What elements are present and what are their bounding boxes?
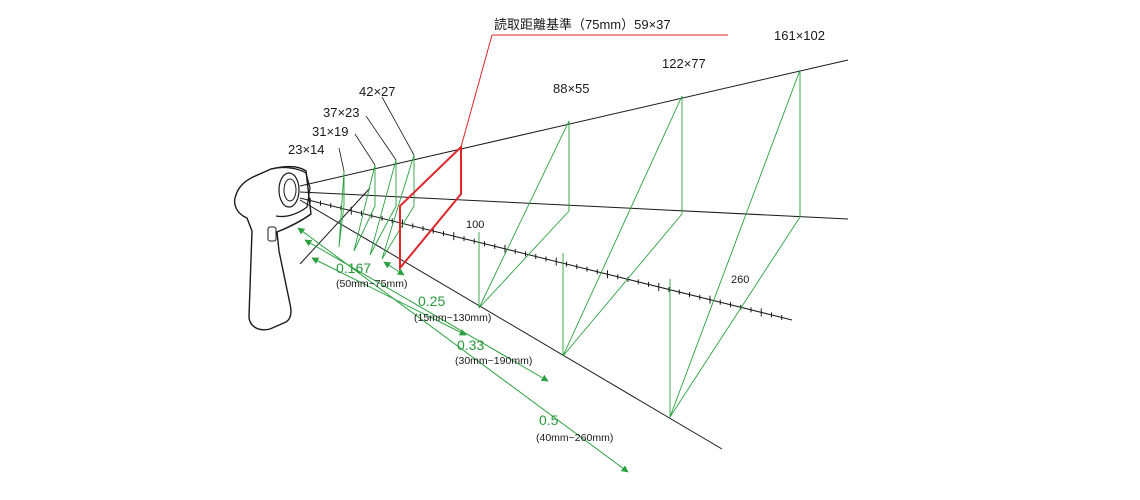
field-of-view-frames: [338, 69, 801, 418]
field-size-labels: 23×14 31×19 37×23 42×27 88×55 122×77 161…: [288, 17, 825, 157]
dof-range-0167: (50mm~75mm): [336, 278, 407, 290]
size-label-42x27: 42×27: [359, 84, 396, 99]
dof-range-025: (15mm~130mm): [414, 312, 491, 324]
dof-resolution-05: 0.5: [539, 412, 559, 428]
axis-top: [299, 59, 849, 187]
perspective-axes: [299, 59, 849, 450]
reference-frame-outline: [399, 144, 462, 271]
tick-label-100: 100: [466, 219, 484, 231]
field-frame-1: [338, 170, 345, 248]
depth-of-field-labels: 0.167 (50mm~75mm) 0.25 (15mm~130mm) 0.33…: [336, 260, 613, 444]
depth-of-field-arrows: [297, 227, 629, 473]
axis-tick-labels: 100 260: [466, 219, 749, 286]
size-label-23x14: 23×14: [288, 142, 325, 157]
reference-label: 読取距離基準（75mm）59×37: [494, 17, 671, 32]
dof-arrow-05: [297, 227, 629, 473]
dof-resolution-033: 0.33: [457, 337, 484, 353]
size-label-37x23: 37×23: [323, 105, 360, 120]
dof-range-05: (40mm~260mm): [536, 432, 613, 444]
tick-label-260: 260: [731, 274, 749, 286]
size-label-161x102: 161×102: [774, 28, 825, 43]
axis-center: [299, 191, 849, 220]
field-frame-4: [381, 154, 415, 260]
field-frame-5: [478, 120, 570, 309]
field-frame-7: [669, 69, 801, 418]
field-frame-6: [562, 95, 683, 357]
size-label-leaders: [338, 96, 415, 172]
size-label-122x77: 122×77: [662, 56, 706, 71]
barcode-scanner-icon: [233, 165, 312, 331]
size-label-88x55: 88×55: [553, 81, 590, 96]
size-label-31x19: 31×19: [312, 124, 349, 139]
reference-leader: [460, 34, 493, 148]
dof-resolution-025: 0.25: [418, 293, 445, 309]
dof-range-033: (30mm~190mm): [455, 355, 532, 367]
dof-resolution-0167: 0.167: [336, 260, 371, 276]
axis-bottom: [299, 199, 723, 450]
